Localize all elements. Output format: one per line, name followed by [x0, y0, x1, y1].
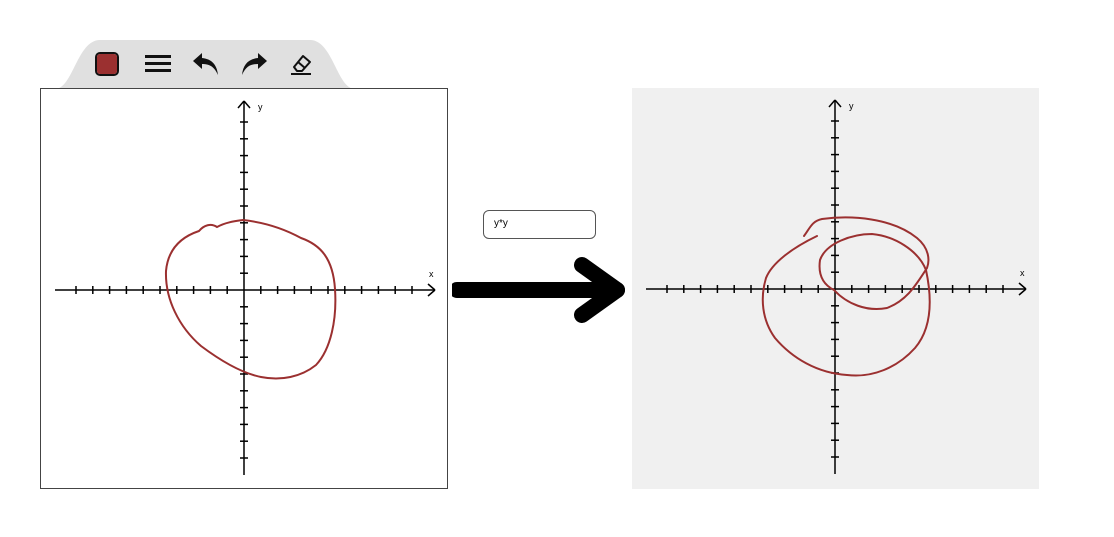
redo-icon	[242, 53, 267, 75]
left-axes	[55, 100, 436, 475]
right-graph: x y	[646, 99, 1027, 474]
undo-button[interactable]	[190, 48, 222, 80]
redo-button[interactable]	[238, 48, 270, 80]
color-swatch-icon	[95, 52, 119, 76]
right-x-axis-label: x	[1020, 268, 1025, 278]
left-y-arrowhead	[243, 100, 251, 109]
right-axes	[646, 99, 1027, 474]
menu-icon	[145, 55, 171, 72]
current-color-fill	[97, 54, 117, 74]
eraser-icon	[291, 55, 311, 75]
output-graph-canvas: x y	[632, 88, 1039, 489]
right-arrow-icon	[452, 257, 625, 323]
eraser-button[interactable]	[285, 48, 317, 80]
right-x-arrowhead	[1018, 282, 1027, 290]
expression-input[interactable]: y*y	[483, 210, 596, 239]
left-y-arrowhead	[237, 100, 245, 109]
left-x-axis-label: x	[429, 269, 434, 279]
left-y-axis-label: y	[258, 102, 263, 112]
right-x-arrowhead	[1018, 288, 1027, 296]
toolbar-background	[55, 40, 355, 89]
left-x-arrowhead	[427, 283, 436, 291]
left-graph: x y	[55, 100, 436, 475]
left-drawn-curve	[164, 218, 337, 380]
right-y-arrowhead	[828, 99, 836, 108]
undo-icon	[193, 53, 218, 75]
input-drawing-canvas[interactable]: x y	[40, 88, 448, 489]
right-transformed-curve	[761, 216, 931, 377]
right-y-axis-label: y	[849, 101, 854, 111]
drawing-toolbar	[55, 40, 355, 89]
left-x-arrowhead	[427, 289, 436, 297]
right-y-arrowhead	[834, 99, 842, 108]
line-width-button[interactable]	[142, 48, 174, 80]
color-picker-button[interactable]	[91, 48, 123, 80]
